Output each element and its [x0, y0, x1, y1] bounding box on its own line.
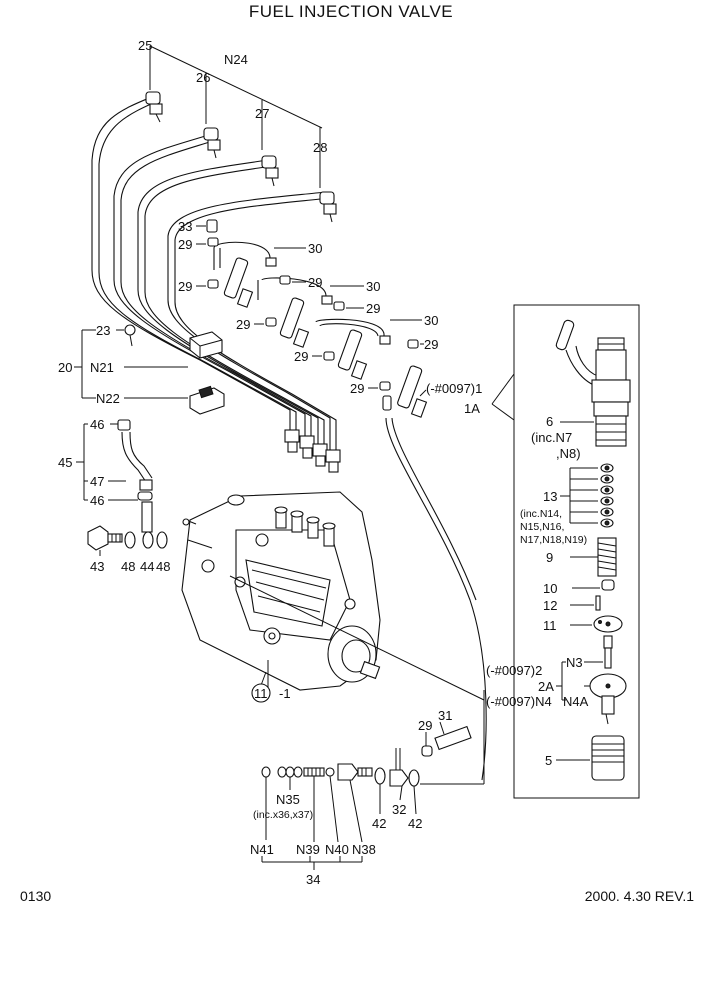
retaining-nut-5: [556, 735, 625, 781]
label-13-inc-b: N15,N16,: [520, 521, 564, 533]
label-13-inc-c: N17,N18,N19): [520, 534, 587, 546]
page-code: 0130: [20, 888, 52, 904]
label-11-circled: 11: [254, 686, 268, 701]
nozzle-holder-2: [279, 297, 310, 348]
label-33: 33: [178, 219, 192, 234]
label-2a: 2A: [538, 679, 554, 694]
leader-lines: [196, 225, 427, 689]
label-29-a: 29: [178, 237, 192, 252]
label-46-a: 46: [90, 417, 104, 432]
spring-9: [570, 537, 617, 577]
label-n24: N24: [224, 52, 248, 67]
label-32: 32: [392, 802, 406, 817]
banjo-bolts-29: [207, 237, 419, 391]
label-inc-n7: (inc.N7: [531, 430, 572, 445]
label-42-b: 42: [408, 816, 422, 831]
nozzle-holder-group: [206, 219, 428, 418]
label-48-b: 48: [156, 559, 170, 574]
label-n35: N35: [276, 792, 300, 807]
label-6: 6: [546, 414, 553, 429]
shim-stack-13: [560, 463, 614, 528]
label-n41: N41: [250, 842, 274, 857]
label-n3: N3: [566, 655, 583, 670]
revision-date: 2000. 4.30 REV.1: [584, 888, 694, 904]
label-28: 28: [313, 140, 327, 155]
label-31: 31: [438, 708, 452, 723]
label-13: 13: [543, 489, 557, 504]
label-29-h: 29: [350, 381, 364, 396]
clamp-assembly: [74, 324, 225, 415]
nozzle-detail-panel: [491, 304, 640, 799]
label-30-c: 30: [424, 313, 438, 328]
label-1a: 1A: [464, 401, 480, 416]
label-n39: N39: [296, 842, 320, 857]
label-43: 43: [90, 559, 104, 574]
nozzle-1a: [382, 395, 392, 411]
n24-bracket: [149, 45, 323, 188]
label-dash-1: -1: [279, 686, 291, 701]
pipe-fitting-25: [145, 91, 163, 123]
nozzle-body-2a: [556, 661, 627, 725]
needle-n3: [584, 635, 613, 669]
overflow-valve-assembly: [229, 417, 487, 870]
label-ref-0097-1: (-#0097)1: [426, 381, 482, 396]
label-n35-inc: (inc.x36,x37): [253, 809, 313, 821]
label-n8: ,N8): [556, 446, 581, 461]
label-9: 9: [546, 550, 553, 565]
label-29-i: 29: [418, 718, 432, 733]
nozzle-holder-3: [337, 329, 368, 380]
label-30-a: 30: [308, 241, 322, 256]
label-13-inc-a: (inc.N14,: [520, 508, 562, 520]
label-n40: N40: [325, 842, 349, 857]
pipe-fitting-28: [319, 191, 337, 223]
label-ref-0097-2: (-#0097)2: [486, 663, 542, 678]
nozzle-holder-4: [397, 365, 428, 418]
pipe-fitting-27: [261, 155, 279, 187]
label-n21: N21: [90, 360, 114, 375]
label-11: 11: [543, 618, 557, 633]
return-pipe-assembly: [76, 419, 153, 533]
pipe-fitting-26: [203, 127, 221, 159]
label-29-f: 29: [424, 337, 438, 352]
label-20: 20: [58, 360, 72, 375]
label-29-e: 29: [236, 317, 250, 332]
label-42-a: 42: [372, 816, 386, 831]
nozzle-holder-1: [223, 257, 254, 308]
label-23: 23: [96, 323, 110, 338]
label-n22: N22: [96, 391, 120, 406]
label-10: 10: [543, 581, 557, 596]
label-34: 34: [306, 872, 320, 887]
label-n38: N38: [352, 842, 376, 857]
cap-33: [206, 219, 218, 233]
label-12: 12: [543, 598, 557, 613]
injection-pump: [181, 491, 381, 691]
label-29-b: 29: [178, 279, 192, 294]
page-title: FUEL INJECTION VALVE: [248, 2, 454, 21]
nozzle-holder-6: [555, 319, 631, 447]
label-ref-0097-n4: (-#0097)N4: [486, 694, 552, 709]
label-45: 45: [58, 455, 72, 470]
callout-labels: N24 25 26 27 28 33 29 30 29 29 30 29 29 …: [58, 38, 589, 887]
label-n4a: N4A: [563, 694, 589, 709]
label-30-b: 30: [366, 279, 380, 294]
label-29-d: 29: [366, 301, 380, 316]
pin-12: [570, 595, 601, 611]
label-47: 47: [90, 474, 104, 489]
label-25: 25: [138, 38, 152, 53]
label-27: 27: [255, 106, 269, 121]
spring-seat-10: [572, 579, 615, 591]
pipe-fitting-lower: [284, 429, 341, 473]
label-29-c: 29: [308, 275, 322, 290]
label-29-g: 29: [294, 349, 308, 364]
banjo-bolt-set: [87, 525, 168, 556]
label-46-b: 46: [90, 493, 104, 508]
label-48-a: 48: [121, 559, 135, 574]
label-44: 44: [140, 559, 154, 574]
label-5: 5: [545, 753, 552, 768]
distance-piece-11: [570, 615, 623, 633]
label-26: 26: [196, 70, 210, 85]
label-11-circle: [251, 683, 271, 703]
